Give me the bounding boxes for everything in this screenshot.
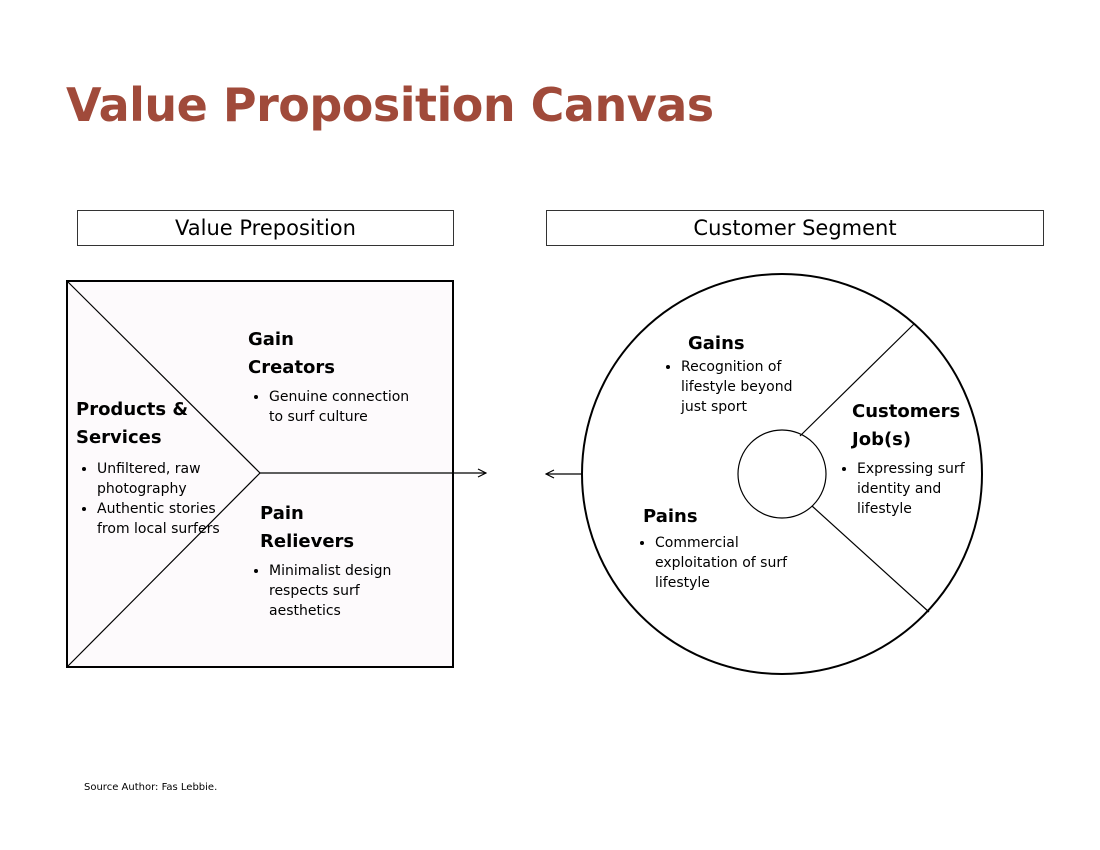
products-services-title: Products & Services [76,399,189,448]
list-item: Authentic stories from local surfers [97,499,245,539]
list-item: Genuine connection to surf culture [269,387,419,427]
list-item: Recognition of lifestyle beyond just spo… [681,357,821,417]
value-proposition-header: Value Preposition [77,210,454,246]
pain-relievers-title: Pain Relievers [260,503,355,552]
list-item: Commercial exploitation of surf lifestyl… [655,533,795,593]
square-diagonal-upper [67,281,261,474]
list-item: Expressing surf identity and lifestyle [857,459,993,519]
gains-title: Gains [688,333,745,354]
list-item: Minimalist design respects surf aestheti… [269,561,419,621]
pains-list: Commercial exploitation of surf lifestyl… [634,533,795,593]
products-services-list: Unfiltered, raw photography Authentic st… [76,459,245,539]
customer-segment-header-label: Customer Segment [693,216,897,240]
gains-list: Recognition of lifestyle beyond just spo… [660,357,821,417]
value-proposition-header-label: Value Preposition [175,216,356,240]
square-diagonal-lower [67,472,261,667]
list-item: Unfiltered, raw photography [97,459,245,499]
pain-relievers-list: Minimalist design respects surf aestheti… [248,561,419,621]
gain-creators-title: Gain Creators [248,329,336,378]
source-footer: Source Author: Fas Lebbie. [84,782,218,793]
gain-creators-list: Genuine connection to surf culture [248,387,419,427]
page-title: Value Proposition Canvas [66,78,714,132]
customer-jobs-title: Customers Job(s) [852,401,961,450]
customer-jobs-list: Expressing surf identity and lifestyle [836,459,993,519]
customer-profile-center [737,429,827,519]
circle-divider-lower [811,505,930,613]
circle-divider-upper [799,323,915,437]
customer-segment-header: Customer Segment [546,210,1044,246]
pains-title: Pains [643,506,698,527]
